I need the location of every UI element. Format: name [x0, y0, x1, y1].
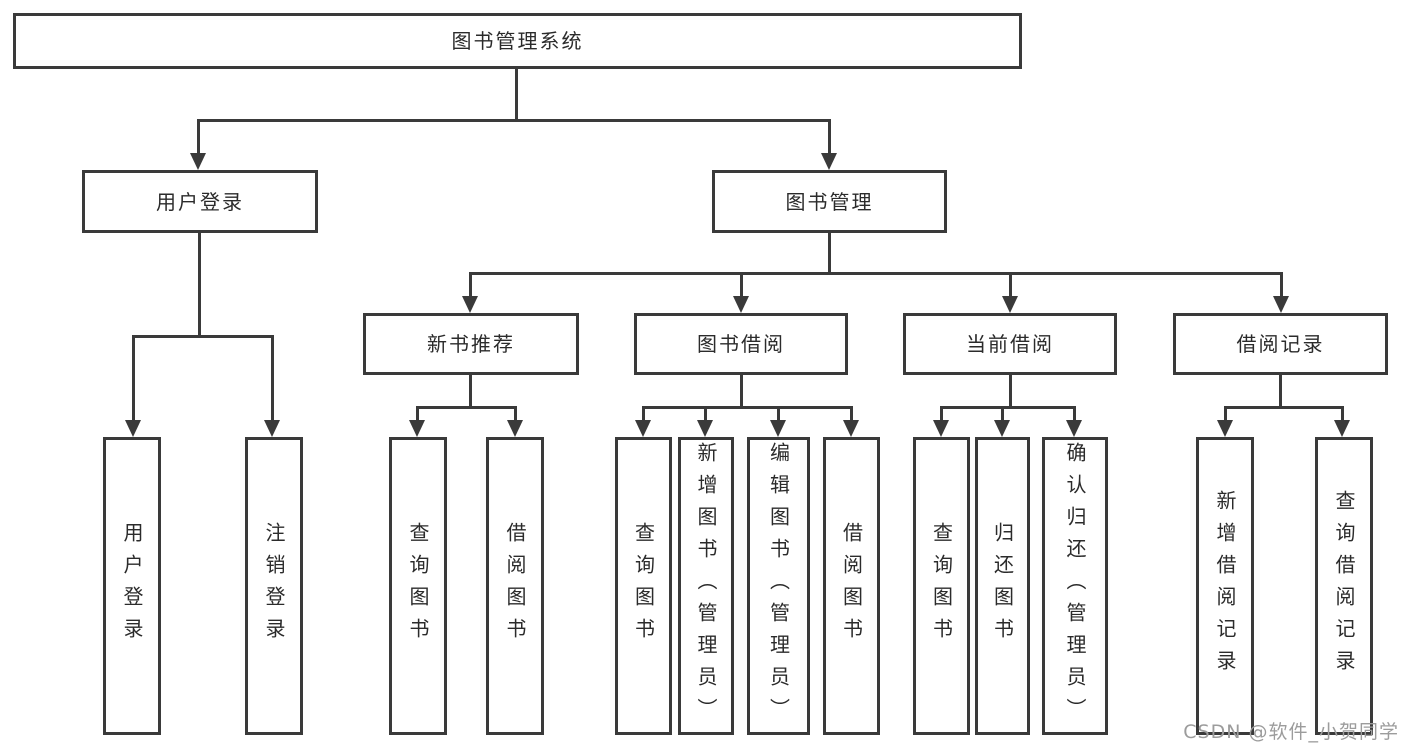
arrow-down-icon [697, 420, 713, 437]
connector-line [515, 69, 518, 119]
leaf-user-login: 用户登录 [103, 437, 161, 735]
connector-line [469, 272, 472, 297]
leaf-query-books-recommend: 查询图书 [389, 437, 447, 735]
connector-line [271, 335, 274, 421]
arrow-down-icon [190, 153, 206, 170]
arrow-down-icon [1217, 420, 1233, 437]
connector-line [1073, 406, 1076, 422]
node-new-book-recommendation: 新书推荐 [363, 313, 579, 375]
arrow-down-icon [507, 420, 523, 437]
node-borrowing-records: 借阅记录 [1173, 313, 1388, 375]
arrow-down-icon [125, 420, 141, 437]
arrow-down-icon [1334, 420, 1350, 437]
connector-line [1280, 272, 1283, 297]
connector-line [828, 119, 831, 157]
connector-line [198, 233, 201, 335]
leaf-query-books-current: 查询图书 [913, 437, 970, 735]
leaf-add-books-admin: 新增图书（管理员） [678, 437, 734, 735]
connector-line [642, 406, 853, 409]
connector-line [1224, 406, 1344, 409]
connector-line [514, 406, 517, 422]
leaf-confirm-return-admin: 确认归还（管理员） [1042, 437, 1108, 735]
leaf-query-borrow-record: 查询借阅记录 [1315, 437, 1373, 735]
connector-line [1009, 375, 1012, 406]
arrow-down-icon [264, 420, 280, 437]
connector-line [1001, 406, 1004, 422]
connector-line [704, 406, 707, 422]
leaf-edit-books-admin: 编辑图书（管理员） [747, 437, 810, 735]
arrow-down-icon [933, 420, 949, 437]
node-book-management: 图书管理 [712, 170, 947, 233]
leaf-borrow-books-recommend: 借阅图书 [486, 437, 544, 735]
node-user-login: 用户登录 [82, 170, 318, 233]
node-current-borrowing: 当前借阅 [903, 313, 1117, 375]
connector-line [132, 335, 135, 421]
leaf-return-books: 归还图书 [975, 437, 1030, 735]
leaf-logout: 注销登录 [245, 437, 303, 735]
connector-line [416, 406, 419, 422]
csdn-watermark: CSDN @软件_小贺同学 [1183, 721, 1399, 743]
arrow-down-icon [1273, 296, 1289, 313]
connector-line [132, 335, 274, 338]
connector-line [1279, 375, 1282, 406]
arrow-down-icon [994, 420, 1010, 437]
connector-line [740, 375, 743, 406]
connector-line [828, 233, 831, 272]
connector-line [1224, 406, 1227, 422]
connector-line [740, 272, 743, 297]
arrow-down-icon [635, 420, 651, 437]
connector-line [850, 406, 853, 422]
connector-line [197, 119, 200, 157]
leaf-add-borrow-record: 新增借阅记录 [1196, 437, 1254, 735]
connector-line [940, 406, 1076, 409]
arrow-down-icon [770, 420, 786, 437]
leaf-query-books-borrowing: 查询图书 [615, 437, 672, 735]
connector-line [777, 406, 780, 422]
node-library-management-system: 图书管理系统 [13, 13, 1022, 69]
node-book-borrowing: 图书借阅 [634, 313, 848, 375]
arrow-down-icon [821, 153, 837, 170]
connector-line [1009, 272, 1012, 297]
arrow-down-icon [843, 420, 859, 437]
connector-line [940, 406, 943, 422]
connector-line [197, 119, 831, 122]
arrow-down-icon [1002, 296, 1018, 313]
arrow-down-icon [1066, 420, 1082, 437]
connector-line [1341, 406, 1344, 422]
connector-line [469, 375, 472, 406]
connector-line [469, 272, 1283, 275]
connector-line [416, 406, 517, 409]
arrow-down-icon [462, 296, 478, 313]
leaf-borrow-books-borrowing: 借阅图书 [823, 437, 880, 735]
arrow-down-icon [409, 420, 425, 437]
connector-line [642, 406, 645, 422]
arrow-down-icon [733, 296, 749, 313]
